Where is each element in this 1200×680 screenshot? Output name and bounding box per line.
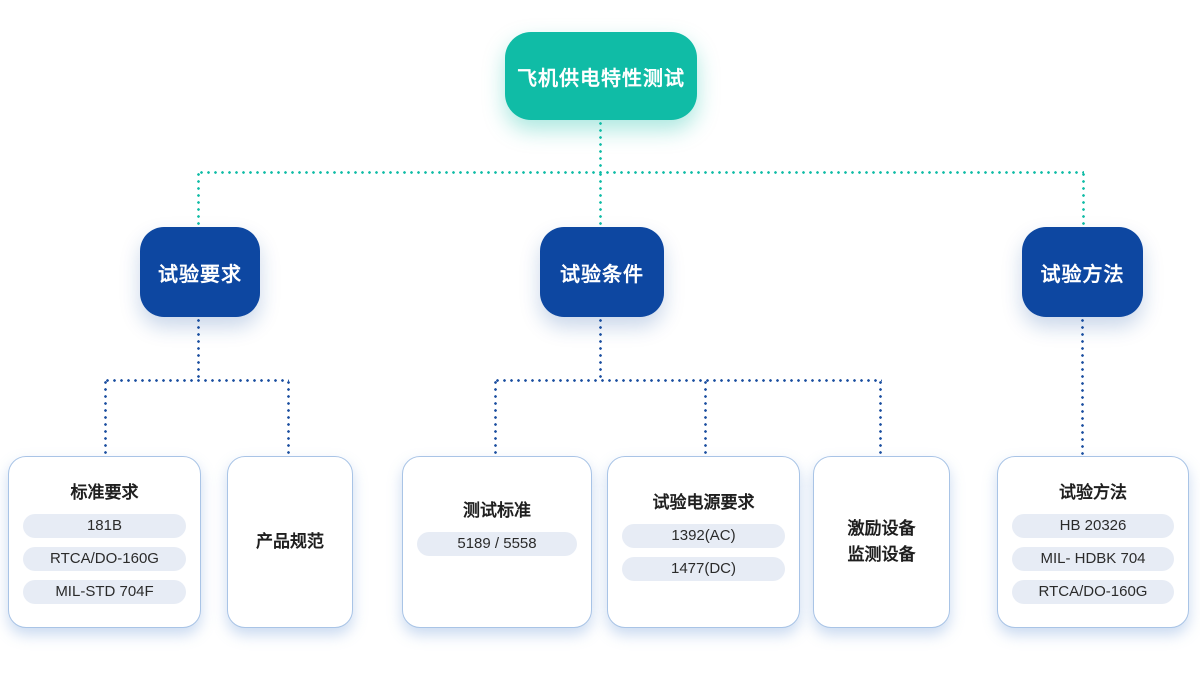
card-title: 试验方法 xyxy=(1059,482,1127,502)
pill-power-2: 1477(DC) xyxy=(622,557,785,581)
branch-node-test-methods: 试验方法 xyxy=(1022,227,1143,317)
branch-node-label: 试验条件 xyxy=(560,263,644,286)
card-product-specification: 产品规范 xyxy=(227,456,353,628)
card-title: 产品规范 xyxy=(256,532,324,551)
root-node-label: 飞机供电特性测试 xyxy=(517,67,685,90)
connector-req-child1-drop xyxy=(104,379,107,457)
card-test-power-requirements: 试验电源要求 1392(AC) 1477(DC) xyxy=(607,456,800,628)
connector-cond-child3-drop xyxy=(879,379,882,457)
branch-node-test-conditions: 试验条件 xyxy=(540,227,664,317)
pill-method-2: MIL- HDBK 704 xyxy=(1012,546,1174,571)
branch-node-test-requirements: 试验要求 xyxy=(140,227,260,317)
connector-teal-left-drop xyxy=(197,171,200,228)
branch-node-label: 试验要求 xyxy=(158,263,242,286)
pill-method-3: RTCA/DO-160G xyxy=(1012,579,1174,604)
connector-req-drop xyxy=(197,317,200,380)
root-node-aircraft-power-test: 飞机供电特性测试 xyxy=(505,32,697,120)
pill-standard-1: 181B xyxy=(23,513,186,538)
pill-standard-2: RTCA/DO-160G xyxy=(23,546,186,571)
connector-cond-horizontal xyxy=(494,379,882,382)
connector-root-drop xyxy=(599,120,602,172)
card-title-line2: 监测设备 xyxy=(847,545,916,564)
connector-method-drop xyxy=(1081,317,1084,457)
card-excitation-monitoring-equipment: 激励设备 监测设备 xyxy=(813,456,950,628)
card-standard-requirements: 标准要求 181B RTCA/DO-160G MIL-STD 704F xyxy=(8,456,201,628)
connector-cond-drop xyxy=(599,317,602,380)
pill-standard-3: MIL-STD 704F xyxy=(23,579,186,604)
card-title-line1: 激励设备 xyxy=(847,519,916,538)
card-title: 标准要求 xyxy=(70,482,139,502)
connector-teal-right-drop xyxy=(1082,171,1085,228)
pill-method-1: HB 20326 xyxy=(1012,513,1174,538)
connector-req-child2-drop xyxy=(287,379,290,457)
connector-req-horizontal xyxy=(104,379,289,382)
card-title: 测试标准 xyxy=(463,500,531,520)
pill-test-standard-1: 5189 / 5558 xyxy=(417,531,577,556)
card-test-methods: 试验方法 HB 20326 MIL- HDBK 704 RTCA/DO-160G xyxy=(997,456,1189,628)
card-title: 试验电源要求 xyxy=(652,493,755,512)
branch-node-label: 试验方法 xyxy=(1040,263,1125,286)
connector-teal-horizontal xyxy=(198,171,1084,174)
connector-cond-child2-drop xyxy=(704,379,707,457)
connector-teal-mid-drop xyxy=(599,171,602,228)
connector-cond-child1-drop xyxy=(494,379,497,457)
pill-power-1: 1392(AC) xyxy=(622,524,785,548)
card-test-standard: 测试标准 5189 / 5558 xyxy=(402,456,592,628)
